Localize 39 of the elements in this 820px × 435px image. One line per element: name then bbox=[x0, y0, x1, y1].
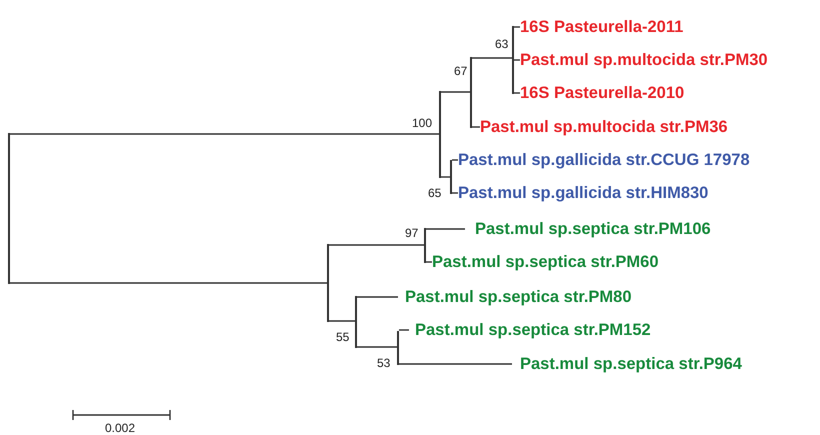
clade-branch-line bbox=[8, 133, 10, 284]
taxon-label: 16S Pasteurella-2010 bbox=[520, 83, 684, 103]
clade-branch-line bbox=[424, 228, 426, 263]
branch-line bbox=[441, 91, 470, 93]
bootstrap-value: 97 bbox=[405, 226, 418, 240]
clade-branch-line bbox=[470, 57, 472, 128]
taxon-label: Past.mul sp.septica str.PM152 bbox=[415, 320, 651, 340]
branch-line bbox=[10, 133, 439, 135]
branch-line bbox=[399, 329, 409, 331]
branch-line bbox=[357, 346, 397, 348]
taxon-label: 16S Pasteurella-2011 bbox=[520, 17, 684, 37]
clade-branch-line bbox=[450, 160, 452, 194]
branch-line bbox=[426, 228, 465, 230]
bootstrap-value: 53 bbox=[377, 356, 390, 370]
clade-branch-line bbox=[512, 26, 514, 94]
taxon-label: Past.mul sp.septica str.PM60 bbox=[432, 252, 659, 272]
clade-branch-line bbox=[439, 91, 441, 178]
scale-value: 0.002 bbox=[105, 421, 136, 435]
bootstrap-value: 65 bbox=[428, 186, 442, 200]
clade-branch-line bbox=[397, 331, 399, 365]
taxon-label: Past.mul sp.multocida str.PM36 bbox=[480, 117, 728, 137]
clade-branch-line bbox=[327, 244, 329, 322]
bootstrap-value: 63 bbox=[495, 37, 508, 51]
branch-line bbox=[10, 282, 327, 284]
taxon-label: Past.mul sp.gallicida str.HIM830 bbox=[458, 183, 708, 203]
bootstrap-value: 55 bbox=[336, 330, 350, 344]
branch-line bbox=[357, 296, 398, 298]
branch-line bbox=[329, 244, 424, 246]
clade-branch-line bbox=[355, 296, 357, 348]
bootstrap-value: 67 bbox=[454, 64, 468, 78]
branch-line bbox=[472, 57, 512, 59]
taxon-label: Past.mul sp.gallicida str.CCUG 17978 bbox=[458, 150, 750, 170]
branch-line bbox=[399, 363, 512, 365]
taxon-label: Past.mul sp.septica str.PM106 bbox=[475, 219, 711, 239]
bootstrap-value: 100 bbox=[412, 116, 432, 130]
taxon-label: Past.mul sp.septica str.PM80 bbox=[405, 287, 632, 307]
taxon-label: Past.mul sp.septica str.P964 bbox=[520, 354, 742, 374]
taxon-label: Past.mul sp.multocida str.PM30 bbox=[520, 50, 768, 70]
branch-line bbox=[329, 320, 355, 322]
